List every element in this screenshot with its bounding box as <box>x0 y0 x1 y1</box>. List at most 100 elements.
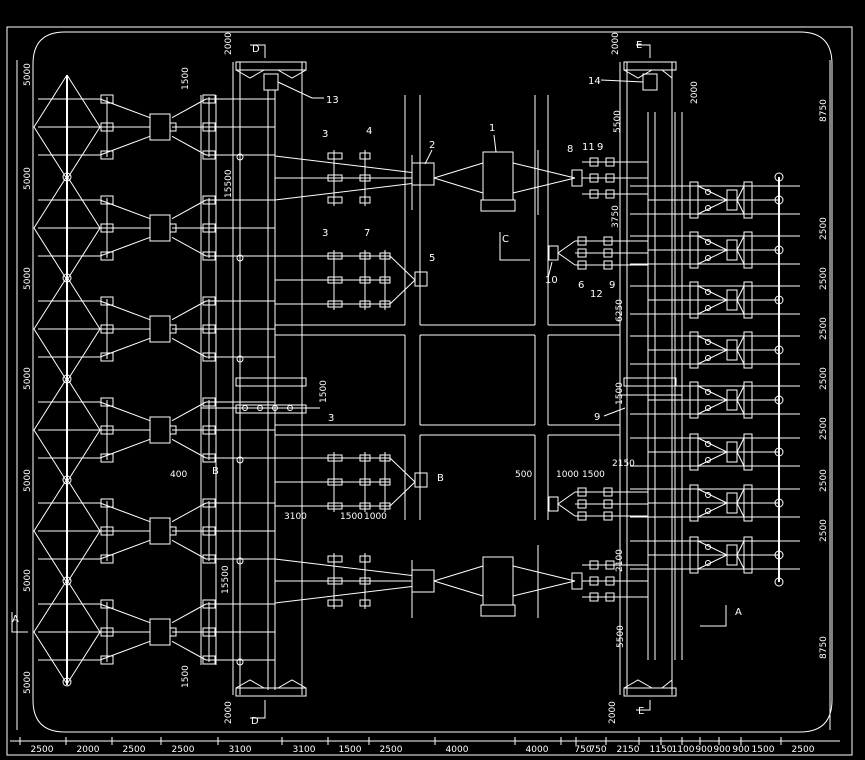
right-ct-1 <box>743 231 753 269</box>
dim-400: 400 <box>170 470 187 480</box>
dim-d-top: 2000 <box>224 32 234 55</box>
equipment-5 <box>414 271 428 287</box>
dim-right-1: 2500 <box>819 217 829 240</box>
gantry-e-bottom <box>623 687 677 697</box>
callout-3b: 3 <box>322 228 328 239</box>
gantry-e-mid <box>623 377 677 387</box>
dim-3750: 3750 <box>611 205 621 228</box>
dim-bottom-14: 1100 <box>672 745 695 755</box>
dim-6250: 6250 <box>615 299 625 322</box>
dim-e-5500-bottom: 5500 <box>616 625 626 648</box>
right-ds-0 <box>689 181 699 219</box>
drawing-frame <box>6 26 853 756</box>
section-a-left: A <box>12 614 19 625</box>
switch-2-top <box>411 162 435 186</box>
dim-1500-bottom: 1500 <box>181 665 191 688</box>
left-insulator-0 <box>62 172 72 182</box>
left-breaker-3 <box>149 416 171 444</box>
dim-500: 500 <box>515 470 532 480</box>
section-b-left: B <box>212 466 219 477</box>
callout-5: 5 <box>429 253 435 264</box>
dim-1500-mid: 1500 <box>319 380 329 403</box>
dim-bottom-2: 2500 <box>123 745 146 755</box>
right-ct-2 <box>743 281 753 319</box>
gantry-d-top-truss <box>235 69 307 79</box>
transformer-1-bottom <box>482 556 514 606</box>
dim-bottom-9: 4000 <box>526 745 549 755</box>
dim-1500-b: 1500 <box>340 512 363 522</box>
callout-6: 6 <box>578 280 584 291</box>
callout-13: 13 <box>326 95 339 106</box>
gantry-d-low <box>235 404 307 414</box>
dim-left-1: 5000 <box>23 167 33 190</box>
wave-trap-14 <box>642 73 658 91</box>
dim-left-5: 5000 <box>23 569 33 592</box>
dim-d-mid: 15500 <box>224 169 234 198</box>
equipment-10-top <box>548 245 559 261</box>
transformer-1-top-base <box>480 199 516 212</box>
dim-right-4: 2500 <box>819 367 829 390</box>
dim-right-5: 2500 <box>819 417 829 440</box>
dim-right-3: 2500 <box>819 317 829 340</box>
right-insulator-3 <box>774 345 784 355</box>
right-insulator-6 <box>774 498 784 508</box>
right-insulator-1 <box>774 245 784 255</box>
left-insulator-3 <box>62 475 72 485</box>
road-grid <box>275 95 620 520</box>
dim-bottom-1: 2000 <box>77 745 100 755</box>
section-c: C <box>502 234 509 245</box>
dim-1500-top: 1500 <box>181 67 191 90</box>
dim-right-0: 8750 <box>819 99 829 122</box>
section-e-bottom-arrow <box>636 700 651 711</box>
section-c-arrow <box>499 232 530 261</box>
section-b-right: B <box>437 473 444 484</box>
right-ds-7 <box>689 536 699 574</box>
leader-10 <box>547 261 553 279</box>
callout-8: 8 <box>567 144 573 155</box>
dim-right-7: 2500 <box>819 519 829 542</box>
dim-1000-b: 1000 <box>364 512 387 522</box>
right-ds-6 <box>689 484 699 522</box>
leader-13 <box>277 81 324 99</box>
right-insulator-4 <box>774 395 784 405</box>
dim-e-top: 2000 <box>611 32 621 55</box>
dim-e-5500-top: 5500 <box>613 110 623 133</box>
dim-right-6: 2500 <box>819 469 829 492</box>
right-ds-2 <box>689 281 699 319</box>
left-insulator-1 <box>62 273 72 283</box>
dim-3100: 3100 <box>284 512 307 522</box>
callout-9b: 9 <box>609 280 615 291</box>
dim-bottom-10: 750 <box>574 745 591 755</box>
right-ct-7 <box>743 536 753 574</box>
right-ds-1 <box>689 231 699 269</box>
section-d-bottom-arrow <box>250 700 266 719</box>
left-insulator-2 <box>62 374 72 384</box>
right-ct-0 <box>743 181 753 219</box>
right-insulator-2 <box>774 295 784 305</box>
right-ds-4 <box>689 381 699 419</box>
callout-1: 1 <box>489 123 495 134</box>
callout-14: 14 <box>588 76 601 87</box>
fence-boundary <box>32 31 833 733</box>
dim-bottom-3: 2500 <box>172 745 195 755</box>
leader-1 <box>493 134 497 153</box>
right-ct-4 <box>743 381 753 419</box>
dim-2150: 2150 <box>612 459 635 469</box>
right-ds-5 <box>689 433 699 471</box>
callout-10: 10 <box>545 275 558 286</box>
left-breaker-0 <box>149 113 171 141</box>
leader-2 <box>424 149 433 165</box>
section-d-bottom: D <box>251 716 259 727</box>
section-d-top: D <box>252 44 260 55</box>
section-a-right: A <box>735 607 742 618</box>
dim-bottom-12: 2150 <box>617 745 640 755</box>
gantry-d-bottom-truss <box>235 679 307 689</box>
dim-1500-right: 1500 <box>615 382 625 405</box>
dim-bottom-4: 3100 <box>229 745 252 755</box>
section-d-top-arrow <box>250 44 266 58</box>
dim-bottom-6: 1500 <box>339 745 362 755</box>
callout-12: 12 <box>590 289 603 300</box>
right-insulator-0 <box>774 195 784 205</box>
dim-bottom-7: 2500 <box>380 745 403 755</box>
